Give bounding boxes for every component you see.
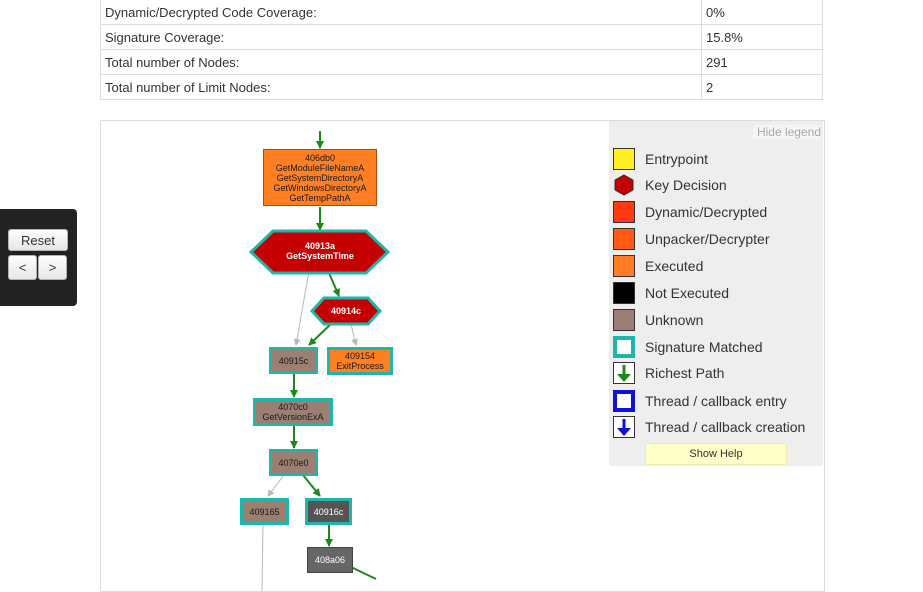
- legend-item-richest-path: Richest Path: [613, 361, 724, 385]
- legend-label: Signature Matched: [645, 339, 763, 355]
- node-api: GetSystemDirectoryA: [276, 172, 364, 183]
- edge-richest: [328, 272, 340, 297]
- legend-item-executed: Executed: [613, 254, 703, 278]
- edge-richest: [350, 566, 377, 580]
- table-row: Total number of Nodes: 291: [100, 49, 823, 75]
- legend-item-not-executed: Not Executed: [613, 281, 729, 305]
- graph-controls-panel: Reset < >: [0, 209, 77, 306]
- graph-edges: [248, 131, 391, 591]
- legend-label: Dynamic/Decrypted: [645, 204, 768, 220]
- node-40914c-hexagon: [309, 296, 383, 326]
- entrypoint-icon: [613, 148, 635, 170]
- node-406db0[interactable]: 406db0 GetModuleFileNameA GetSystemDirec…: [263, 149, 377, 206]
- executed-icon: [613, 255, 635, 277]
- node-address: 4070e0: [278, 457, 309, 468]
- node-api: GetTempPathA: [289, 192, 351, 203]
- node-api: GetModuleFileNameA: [275, 162, 365, 173]
- edge-richest: [302, 474, 321, 497]
- legend-label: Key Decision: [645, 177, 727, 193]
- richest-path-arrow-icon: [613, 362, 635, 384]
- stat-value: 0%: [701, 0, 823, 25]
- signature-matched-icon: [613, 336, 635, 358]
- node-address: 408a06: [314, 555, 346, 565]
- table-row: Total number of Limit Nodes: 2: [100, 74, 823, 100]
- previous-button[interactable]: <: [8, 255, 37, 280]
- table-row: Dynamic/Decrypted Code Coverage: 0%: [100, 0, 823, 25]
- node-40914c[interactable]: 40914c: [316, 306, 376, 316]
- node-409154[interactable]: 409154 ExitProcess: [327, 347, 393, 375]
- node-address: 40915c: [278, 355, 309, 366]
- node-4070e0[interactable]: 4070e0: [269, 449, 318, 476]
- legend-label: Thread / callback entry: [645, 393, 787, 409]
- not-executed-icon: [613, 282, 635, 304]
- stat-label: Total number of Limit Nodes:: [100, 74, 702, 100]
- edge-other: [267, 474, 285, 497]
- legend-item-key-decision: Key Decision: [613, 173, 727, 197]
- next-button[interactable]: >: [38, 255, 67, 280]
- legend-label: Richest Path: [645, 365, 725, 381]
- node-address: 409154: [344, 351, 376, 361]
- node-4070c0[interactable]: 4070c0 GetVersionExA: [253, 398, 333, 426]
- stats-table: Dynamic/Decrypted Code Coverage: 0% Sign…: [100, 0, 823, 100]
- legend-item-thread-creation: Thread / callback creation: [613, 415, 805, 439]
- stat-label: Signature Coverage:: [100, 24, 702, 50]
- stat-label: Dynamic/Decrypted Code Coverage:: [100, 0, 702, 25]
- legend-panel: Hide legend Entrypoint Key Decision Dyna…: [609, 121, 823, 466]
- edge-other: [293, 270, 310, 346]
- node-api: GetSystemTime: [286, 251, 354, 261]
- legend-item-signature: Signature Matched: [613, 335, 763, 359]
- node-40916c[interactable]: 40916c: [305, 498, 352, 525]
- node-40915c[interactable]: 40915c: [269, 347, 318, 374]
- node-408a06[interactable]: 408a06: [307, 547, 353, 573]
- node-address: 409165: [249, 506, 280, 517]
- legend-item-unpacker: Unpacker/Decrypter: [613, 227, 770, 251]
- reset-button[interactable]: Reset: [8, 229, 68, 251]
- node-api: GetVersionExA: [262, 412, 324, 422]
- key-decision-icon: [613, 174, 635, 196]
- legend-item-thread-entry: Thread / callback entry: [613, 389, 787, 413]
- legend-label: Unknown: [645, 312, 704, 328]
- node-api: GetWindowsDirectoryA: [273, 182, 367, 193]
- dynamic-decrypted-icon: [613, 201, 635, 223]
- legend-label: Unpacker/Decrypter: [645, 231, 770, 247]
- hide-legend-link[interactable]: Hide legend: [752, 125, 821, 139]
- unpacker-icon: [613, 228, 635, 250]
- table-row: Signature Coverage: 15.8%: [100, 24, 823, 50]
- node-api: ExitProcess: [336, 361, 384, 371]
- node-address: 40916c: [313, 506, 344, 517]
- legend-item-entrypoint: Entrypoint: [613, 147, 708, 171]
- call-graph-panel[interactable]: 406db0 GetModuleFileNameA GetSystemDirec…: [100, 120, 825, 592]
- legend-label: Not Executed: [645, 285, 730, 301]
- node-409165[interactable]: 409165: [240, 498, 289, 525]
- node-address: 4070c0: [278, 402, 308, 412]
- legend-item-dynamic: Dynamic/Decrypted: [613, 200, 767, 224]
- legend-item-unknown: Unknown: [613, 308, 703, 332]
- thread-creation-arrow-icon: [613, 416, 635, 438]
- edge-other: [350, 323, 359, 346]
- legend-label: Thread / callback creation: [645, 419, 806, 435]
- node-40913a-hexagon: [248, 229, 391, 275]
- edge-other: [261, 523, 264, 591]
- node-40913a[interactable]: 40913a GetSystemTime: [266, 241, 374, 261]
- stat-value: 2: [701, 74, 823, 100]
- stat-value: 291: [701, 49, 823, 75]
- thread-entry-icon: [613, 390, 635, 412]
- legend-label: Entrypoint: [645, 151, 709, 167]
- stat-value: 15.8%: [701, 24, 823, 50]
- node-address: 40914c: [330, 306, 362, 316]
- node-address: 40913a: [304, 241, 336, 251]
- legend-label: Executed: [645, 258, 704, 274]
- unknown-icon: [613, 309, 635, 331]
- node-address: 406db0: [304, 152, 336, 163]
- stat-label: Total number of Nodes:: [100, 49, 702, 75]
- show-help-button[interactable]: Show Help: [645, 443, 787, 465]
